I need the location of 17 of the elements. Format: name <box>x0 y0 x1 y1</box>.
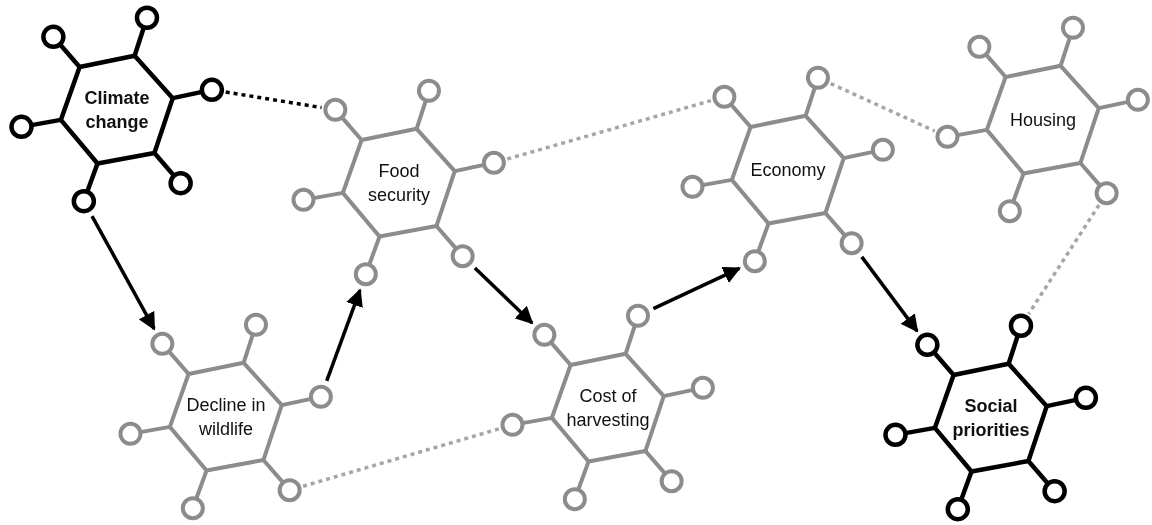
dotted-connector <box>225 90 322 110</box>
node-label: Cost of harvesting <box>565 385 651 432</box>
node-label: Climate change <box>83 87 151 134</box>
node-label: Social priorities <box>951 395 1031 442</box>
node-label: Housing <box>1008 109 1077 132</box>
dotted-connector <box>302 427 500 488</box>
arrow <box>325 288 363 382</box>
dotted-connector <box>506 98 712 161</box>
dotted-connector <box>830 81 936 133</box>
arrow <box>90 215 156 331</box>
node-label: Decline in wildlife <box>185 394 267 441</box>
arrow <box>652 266 741 311</box>
arrow <box>473 266 534 325</box>
arrow <box>860 255 919 333</box>
dotted-connector <box>1027 204 1101 315</box>
node-label: Food security <box>367 160 431 207</box>
node-label: Economy <box>749 159 827 182</box>
